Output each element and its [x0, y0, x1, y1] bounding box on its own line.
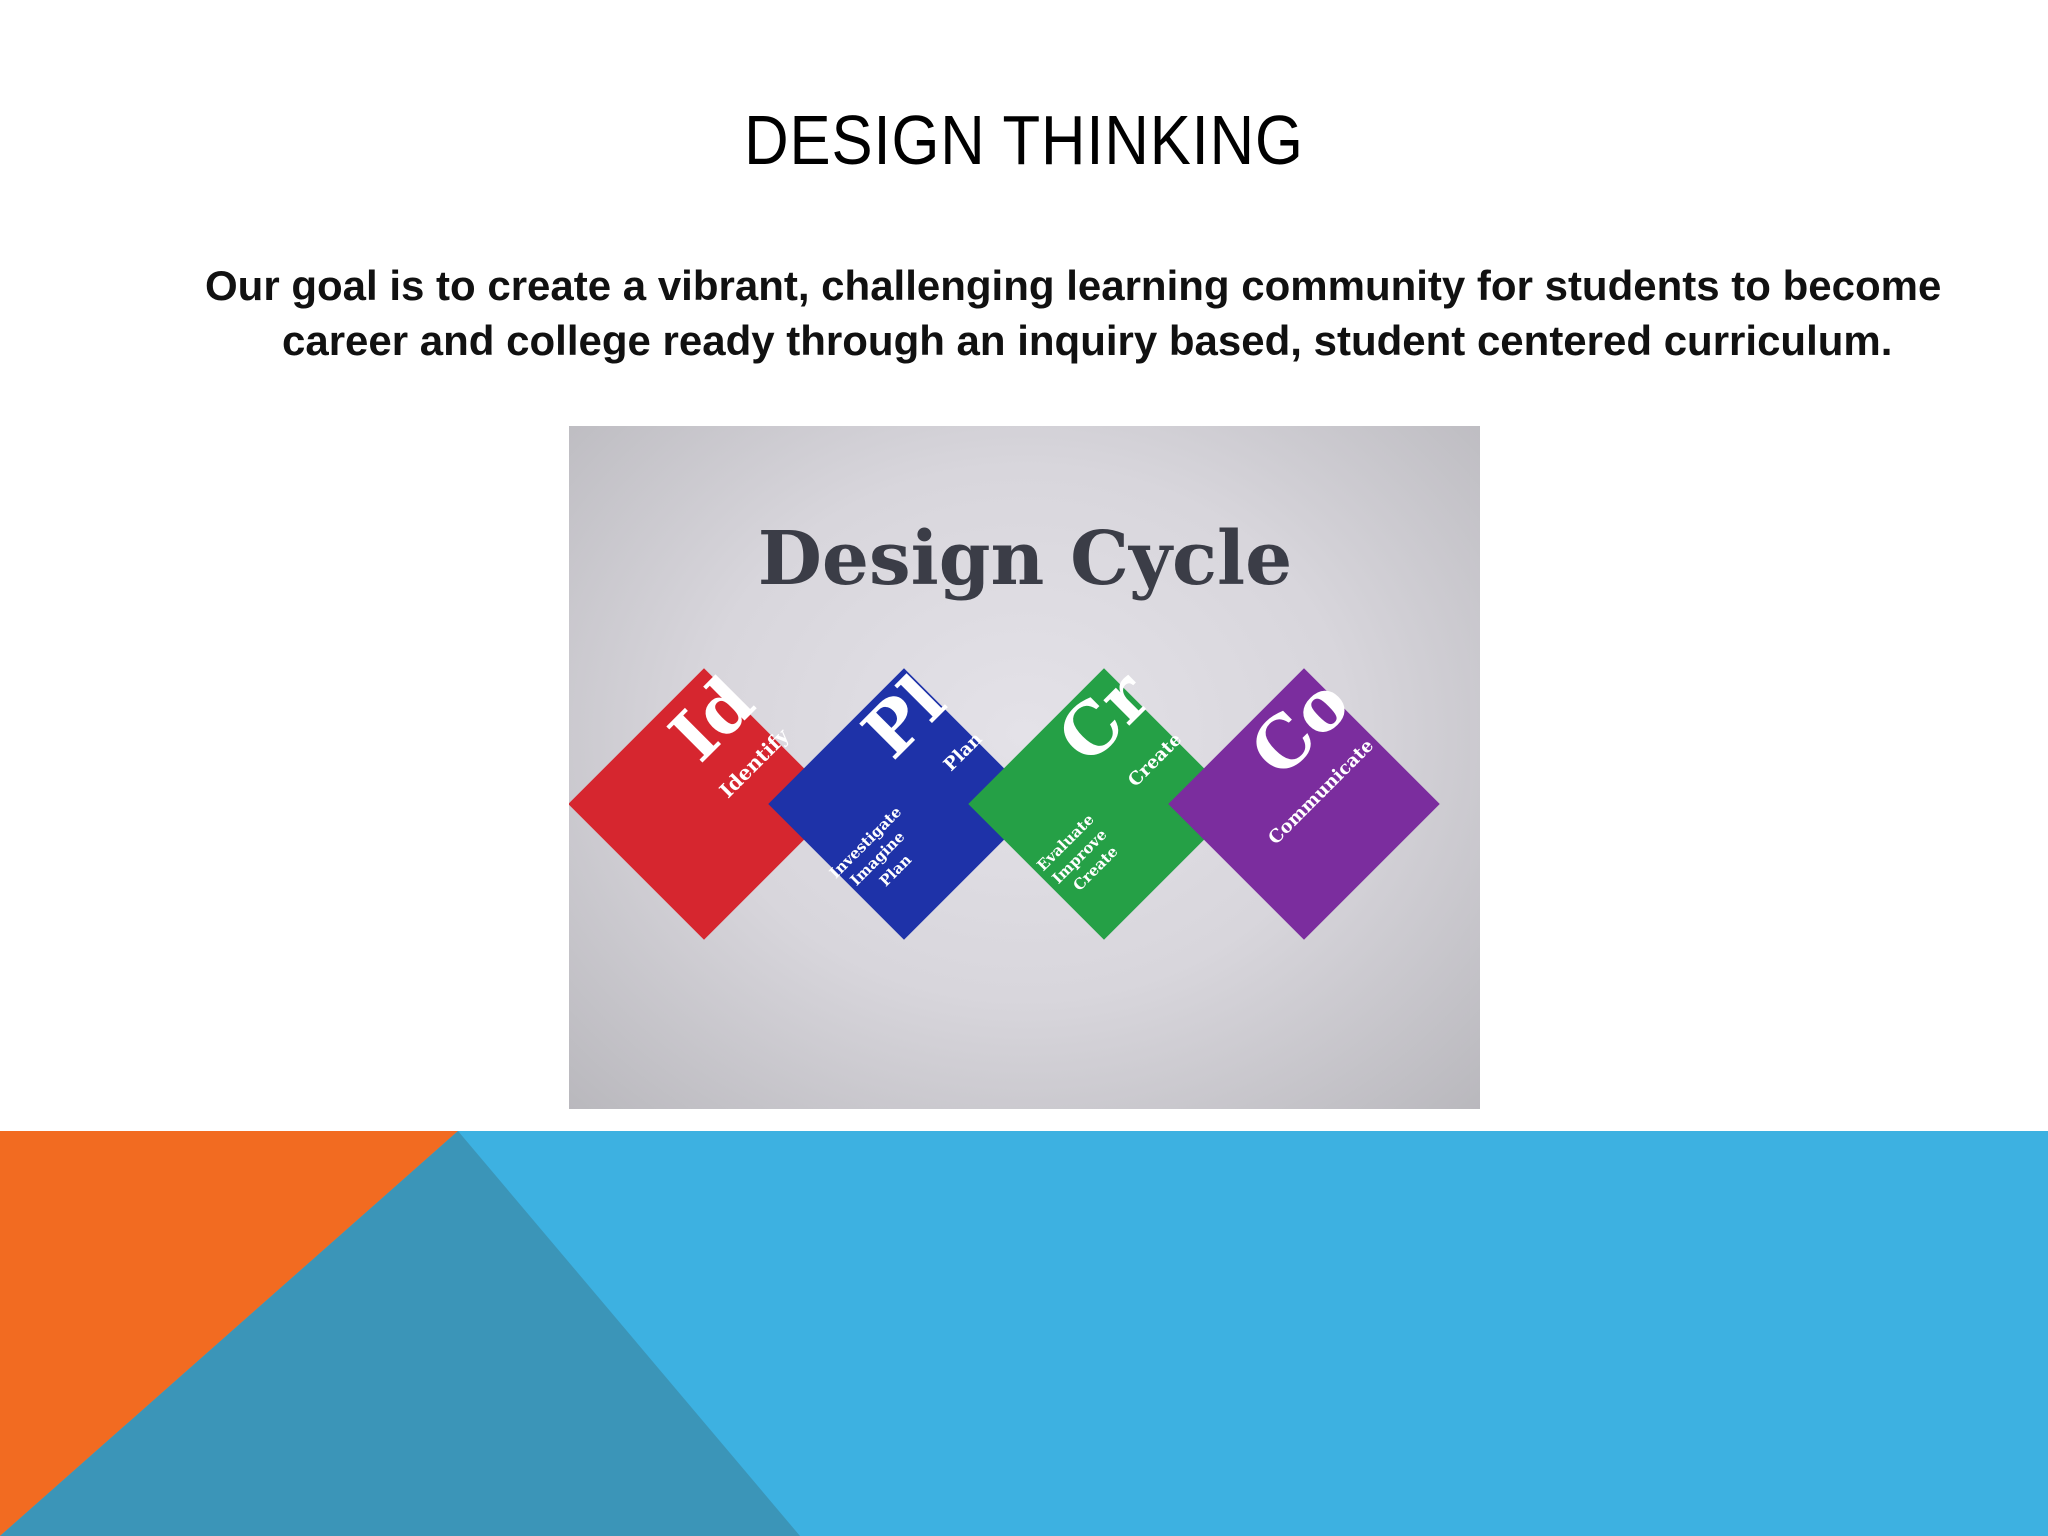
slide-title: DESIGN THINKING [744, 101, 1304, 179]
footer-decoration [0, 1131, 2048, 1536]
slide-body-text: Our goal is to create a vibrant, challen… [205, 262, 1942, 364]
design-cycle-heading: Design Cycle [758, 516, 1292, 602]
design-cycle-photo: Design Cycle Id Identify Pl Plan Investi… [569, 426, 1480, 1109]
stage-tile-communicate [1168, 668, 1440, 940]
footer-teal-triangle [0, 1131, 800, 1536]
stage-tile-create [968, 668, 1240, 940]
